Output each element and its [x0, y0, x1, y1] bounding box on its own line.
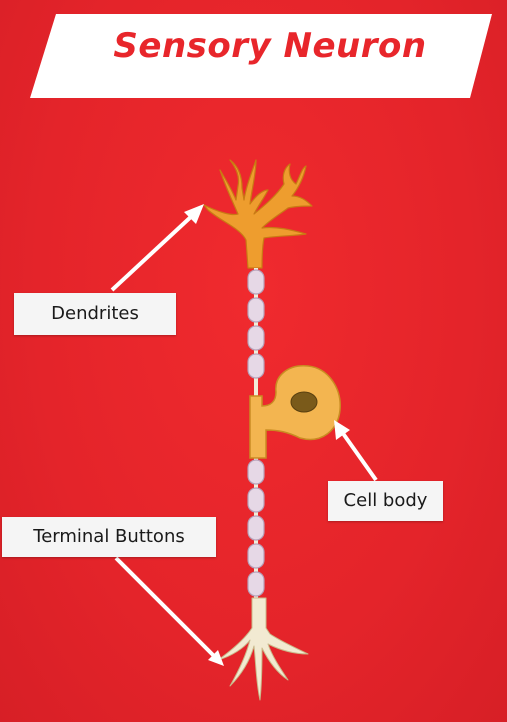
dendrites-arrowhead	[184, 204, 204, 224]
terminal-buttons-label: Terminal Buttons	[2, 517, 216, 557]
terminal-buttons-label-text: Terminal Buttons	[33, 526, 185, 547]
dendrites-label-text: Dendrites	[51, 303, 139, 324]
cellbody-arrow	[340, 430, 378, 482]
cell-body-label: Cell body	[328, 481, 443, 521]
title-banner	[30, 14, 492, 98]
dendrites-arrow	[110, 212, 196, 292]
terminal-arrowhead	[208, 650, 224, 666]
myelin-sheath-lower	[247, 459, 265, 597]
pointer-arrows	[110, 204, 378, 666]
dendrites-shape	[203, 159, 313, 269]
nucleus-shape	[290, 391, 318, 413]
terminal-arrow	[114, 556, 216, 658]
myelin-sheath-upper	[247, 269, 265, 379]
cell-body-label-text: Cell body	[343, 490, 428, 511]
cell-body-shape	[249, 365, 341, 459]
dendrites-label: Dendrites	[14, 293, 176, 335]
page-title: Sensory Neuron	[113, 26, 427, 66]
terminal-buttons-shape	[217, 597, 309, 701]
cellbody-arrowhead	[334, 420, 350, 440]
